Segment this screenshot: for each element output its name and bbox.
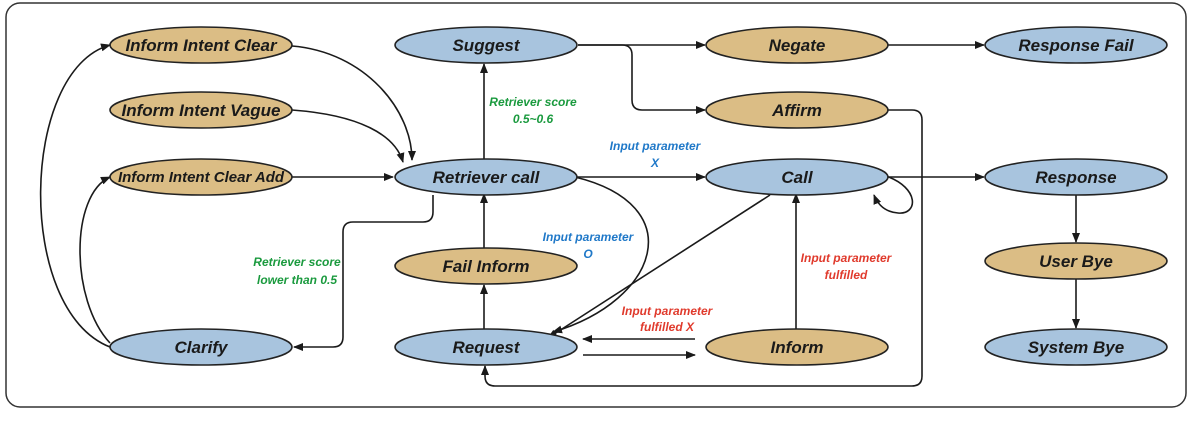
node-clarify: Clarify <box>109 328 293 366</box>
label-input-param-x: Input parameter X <box>610 139 702 170</box>
node-inform-intent-clear-add: Inform Intent Clear Add <box>109 158 293 196</box>
edge-call-to-request <box>547 194 771 339</box>
label-retriever-score-low-line2: lower than 0.5 <box>257 273 337 287</box>
label-input-param-o-line2: O <box>583 247 593 261</box>
node-label-inform-intent-vague: Inform Intent Vague <box>122 101 281 120</box>
node-user-bye: User Bye <box>984 242 1168 280</box>
node-response-fail: Response Fail <box>984 26 1168 64</box>
edge-affirm-to-request <box>481 109 923 387</box>
node-fail-inform: Fail Inform <box>394 247 578 285</box>
label-input-param-x-line2: X <box>650 156 660 170</box>
node-negate: Negate <box>705 26 889 64</box>
label-fulfilled: Input parameter fulfilled <box>801 251 893 282</box>
node-call: Call <box>705 158 889 196</box>
diagram-frame <box>5 2 1187 408</box>
node-system-bye: System Bye <box>984 328 1168 366</box>
node-label-clarify: Clarify <box>175 338 229 357</box>
node-suggest: Suggest <box>394 26 578 64</box>
node-label-suggest: Suggest <box>452 36 520 55</box>
node-inform-intent-clear: Inform Intent Clear <box>109 26 293 64</box>
edge-retriever-to-request <box>552 176 650 334</box>
edge-suggest-to-affirm <box>578 44 706 114</box>
node-label-response: Response <box>1035 168 1116 187</box>
node-label-inform-intent-clear: Inform Intent Clear <box>125 36 278 55</box>
label-fulfilled-x: Input parameter fulfilled X <box>622 304 714 334</box>
node-response: Response <box>984 158 1168 196</box>
label-fulfilled-x-line2: fulfilled X <box>640 320 695 334</box>
node-label-negate: Negate <box>769 36 826 55</box>
node-retriever-call: Retriever call <box>394 158 578 196</box>
node-label-request: Request <box>452 338 520 357</box>
label-retriever-score-mid: Retriever score 0.5~0.6 <box>489 95 577 126</box>
label-fulfilled-line2: fulfilled <box>825 268 868 282</box>
label-retriever-score-low-line1: Retriever score <box>253 255 341 269</box>
edge-clarify-to-intent-clear-add <box>79 176 111 344</box>
label-retriever-score-mid-line2: 0.5~0.6 <box>513 112 554 126</box>
node-label-affirm: Affirm <box>771 101 822 120</box>
node-label-system-bye: System Bye <box>1028 338 1124 357</box>
node-request: Request <box>394 328 578 366</box>
label-fulfilled-line1: Input parameter <box>801 251 893 265</box>
label-input-param-o: Input parameter O <box>543 230 635 261</box>
edge-call-self-loop <box>873 175 914 214</box>
node-affirm: Affirm <box>705 91 889 129</box>
node-label-response-fail: Response Fail <box>1018 36 1135 55</box>
label-input-param-o-line1: Input parameter <box>543 230 635 244</box>
label-input-param-x-line1: Input parameter <box>610 139 702 153</box>
label-fulfilled-x-line1: Input parameter <box>622 304 714 318</box>
node-label-call: Call <box>781 168 813 187</box>
label-retriever-score-mid-line1: Retriever score <box>489 95 577 109</box>
edge-intent-clear-to-retriever <box>291 45 416 161</box>
node-inform: Inform <box>705 328 889 366</box>
node-label-inform-intent-clear-add: Inform Intent Clear Add <box>118 169 285 186</box>
node-label-fail-inform: Fail Inform <box>443 257 530 276</box>
edge-intent-vague-to-retriever <box>291 109 405 163</box>
label-retriever-score-low: Retriever score lower than 0.5 <box>253 255 341 287</box>
node-label-user-bye: User Bye <box>1039 252 1113 271</box>
edge-clarify-to-intent-clear <box>39 43 111 348</box>
edge-retriever-to-clarify <box>293 195 434 351</box>
node-label-retriever-call: Retriever call <box>433 168 541 187</box>
node-label-inform: Inform <box>771 338 824 357</box>
node-inform-intent-vague: Inform Intent Vague <box>109 91 293 129</box>
